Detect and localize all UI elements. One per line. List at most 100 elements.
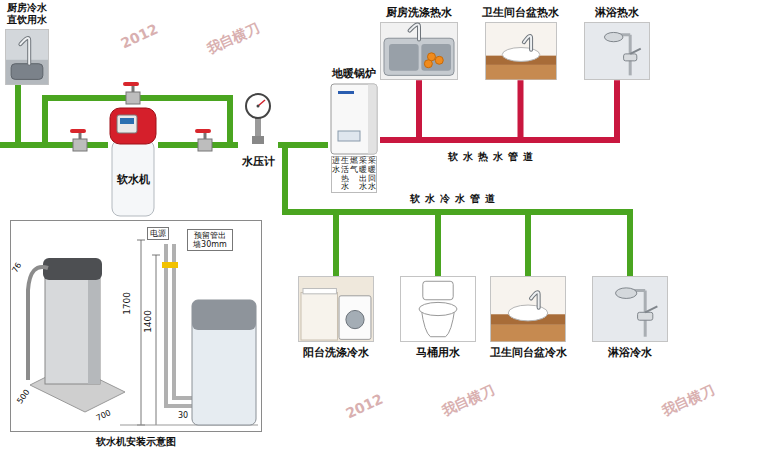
sink-body [384, 38, 454, 75]
pipe-band [162, 262, 178, 268]
inset-caption: 软水机安装示意图 [10, 435, 262, 449]
mixer [638, 312, 653, 320]
wash-bowl [508, 305, 548, 321]
softener-node: 软水机 [108, 106, 158, 218]
cabinet [301, 293, 337, 341]
dimension-line [152, 255, 160, 425]
watermark: 我自横刀 [659, 381, 717, 420]
wash-bowl [502, 48, 539, 62]
gauge-dial [246, 94, 270, 118]
pipe-label: 软水热水管道 [448, 151, 538, 163]
mixer-handle [630, 49, 641, 54]
watermark: 我自横刀 [439, 381, 497, 420]
boiler-logo [338, 91, 354, 94]
fixture-photo [380, 22, 458, 80]
fixture-caption: 淋浴热水 [595, 6, 639, 19]
watermark: 2012 [343, 391, 385, 423]
port-label: 燃气 [350, 157, 358, 192]
toilet-tank [423, 281, 453, 299]
photo-background [299, 277, 374, 342]
wall-pipe [166, 244, 192, 406]
mixer-handle [645, 306, 657, 312]
fixture-caption: 卫生间台盆热水 [482, 6, 559, 19]
fixture-caption: 马桶用水 [416, 346, 460, 359]
softener-illustration [108, 106, 158, 218]
valve-handle [195, 129, 211, 133]
fixture-photo [5, 29, 49, 85]
photo-background [401, 277, 476, 342]
cold-water-pipe [18, 85, 108, 145]
fixture-node: 厨房洗涤热水 [378, 6, 460, 80]
faucet-outline [20, 38, 29, 64]
softener-tank-side [88, 272, 100, 384]
fixture-caption: 淋浴冷水 [608, 346, 652, 359]
photo-background [585, 23, 650, 80]
device-label: 地暖锅炉 [332, 66, 376, 81]
photo-background [593, 277, 668, 342]
faucet-outline [531, 292, 539, 307]
port-label: 进水 [332, 157, 340, 192]
hot-water-pipe [380, 80, 617, 140]
callout-text: 预留管出 墙30mm [190, 231, 230, 249]
washing-machine [339, 296, 371, 340]
faucet-outline [523, 36, 530, 50]
boiler-illustration [330, 83, 378, 155]
cabinet [486, 65, 556, 80]
fixture-photo [490, 276, 566, 342]
drain-hose [28, 267, 48, 380]
fixture-node: 厨房冷水 直饮用水 [3, 2, 51, 85]
photo-background [381, 23, 458, 80]
valve-symbol [195, 129, 212, 151]
fixture-node: 淋浴热水 [582, 6, 652, 80]
softener-profile [192, 300, 256, 425]
gauge-illustration [238, 92, 278, 150]
hot-water-pipe [380, 80, 419, 140]
fixture-node: 阳台洗涤冷水 [296, 276, 376, 359]
fixture-photo [584, 22, 650, 80]
shower-head [616, 288, 637, 299]
hot-water-pipe [380, 80, 521, 140]
callout-box: 电源 [147, 227, 169, 240]
dimension-label: 30 [178, 411, 188, 421]
bypass-pipe [45, 98, 230, 145]
control-panel [117, 115, 137, 133]
softener-profile-top [192, 300, 256, 330]
boiler-panel [338, 131, 360, 141]
softener-tank [45, 272, 100, 384]
callout-box: 预留管出 墙30mm [187, 229, 233, 251]
washer-door [346, 310, 364, 328]
port-label: 采暖出水 [359, 157, 367, 192]
dimension-label: 1400 [143, 310, 154, 333]
device-label: 软水机 [108, 172, 158, 187]
faucet-outline [410, 25, 419, 40]
port-label: 生活热水 [341, 157, 349, 192]
inset-panel: 电源 预留管出 墙30mm 软水机安装示意图 [10, 220, 262, 449]
valve-body [198, 139, 212, 151]
softener-lid [43, 258, 102, 280]
display-screen [120, 118, 134, 124]
fruit [424, 60, 432, 68]
gauge-node: 水压计 [238, 92, 278, 169]
watermark: 我自横刀 [204, 19, 262, 58]
valve-handle [70, 129, 86, 133]
valve-stem [204, 132, 207, 139]
faucet [523, 36, 530, 50]
valve-body [126, 92, 140, 104]
fixture-node: 马桶用水 [398, 276, 478, 359]
boiler-node: 地暖锅炉进水生活热水燃气采暖出水采暖回水 [328, 66, 380, 193]
mixer [624, 54, 637, 61]
fixture-caption: 厨房洗涤热水 [386, 6, 452, 19]
valve-stem [132, 85, 135, 92]
device-label: 水压计 [238, 154, 278, 169]
inset-frame: 电源 预留管出 墙30mm [10, 220, 262, 432]
laundry-sink [303, 289, 336, 294]
fixture-photo [592, 276, 668, 342]
inset-background [10, 220, 262, 432]
photo-background [491, 277, 566, 342]
sink-basin [389, 44, 419, 71]
faucet [531, 292, 539, 307]
valve-stem [79, 132, 82, 139]
gauge-nut [252, 136, 264, 144]
watermark: 2012 [118, 21, 160, 53]
port-label: 采暖回水 [368, 157, 376, 192]
